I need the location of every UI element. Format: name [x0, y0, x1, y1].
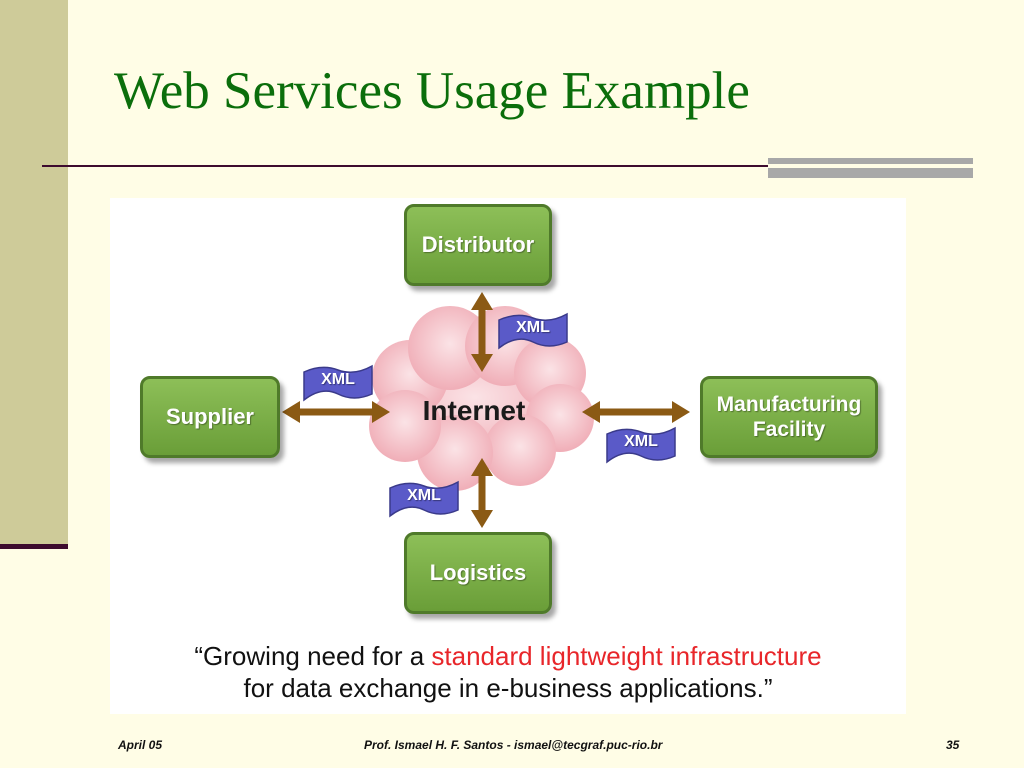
internet-label: Internet — [422, 395, 526, 426]
xml-flag-distributor: XML — [497, 312, 569, 352]
quote-highlight: standard lightweight infrastructure — [431, 641, 822, 671]
title-rule — [42, 165, 972, 167]
quote-line-2: for data exchange in e-business applicat… — [243, 673, 773, 703]
footer-date: April 05 — [118, 738, 163, 752]
slide-title: Web Services Usage Example — [114, 62, 750, 120]
quote-prefix: “Growing need for a — [194, 641, 432, 671]
connection-arrows — [282, 292, 690, 528]
xml-label: XML — [516, 319, 550, 336]
quote-text: “Growing need for a standard lightweight… — [110, 640, 906, 704]
node-distributor: Distributor — [404, 204, 552, 286]
title-rule-accent — [768, 158, 973, 178]
xml-flag-supplier: XML — [302, 364, 374, 404]
diagram-panel: Internet Distributor Supplier Manufactur… — [110, 198, 906, 714]
xml-label: XML — [321, 371, 355, 388]
node-supplier: Supplier — [140, 376, 280, 458]
page-number: 35 — [946, 738, 960, 752]
node-logistics-label: Logistics — [429, 559, 527, 585]
node-supplier-label: Supplier — [165, 403, 254, 429]
left-decor-bar — [0, 0, 68, 545]
node-manufacturing-label-1: Manufacturing — [716, 392, 862, 416]
footer-author: Prof. Ismael H. F. Santos - ismael@tecgr… — [364, 738, 663, 752]
node-distributor-label: Distributor — [421, 231, 535, 257]
xml-label: XML — [624, 433, 658, 450]
node-manufacturing-facility: Manufacturing Facility — [700, 376, 878, 458]
xml-label: XML — [407, 487, 441, 504]
diagram-graphics — [282, 292, 690, 528]
quote-line-1: “Growing need for a standard lightweight… — [110, 640, 906, 672]
left-decor-line — [0, 544, 68, 549]
xml-flag-manufacturing: XML — [605, 426, 677, 466]
xml-flag-logistics: XML — [388, 480, 460, 520]
node-manufacturing-label-2: Facility — [752, 418, 826, 441]
node-logistics: Logistics — [404, 532, 552, 614]
